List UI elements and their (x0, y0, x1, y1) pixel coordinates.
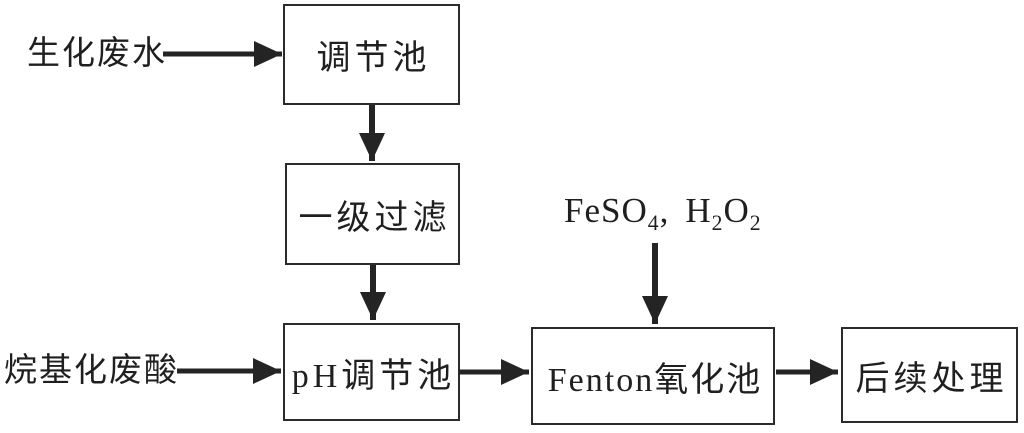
label-biochemical-wastewater: 生化废水 (27, 36, 167, 72)
formula-o: O (723, 191, 750, 230)
node-primary-filter: 一级过滤 (285, 163, 460, 265)
node-adjust-tank: 调节池 (283, 4, 460, 105)
formula-h-subscript: 2 (711, 211, 724, 235)
node-post-treatment: 后续处理 (841, 327, 1018, 423)
formula-feso: FeSO (564, 191, 648, 230)
formula-h: H (685, 191, 712, 230)
label-alkylation-waste-acid: 烷基化废酸 (4, 353, 179, 389)
formula-o-subscript: 2 (749, 211, 762, 235)
formula-feso-subscript: 4 (647, 211, 660, 235)
node-fenton-oxidation-tank: Fenton氧化池 (531, 327, 775, 425)
label-reagent-feso4-h2o2: FeSO4,H2O2 (564, 191, 762, 234)
node-ph-adjust-tank: pH调节池 (283, 323, 460, 421)
formula-comma: , (659, 191, 670, 230)
